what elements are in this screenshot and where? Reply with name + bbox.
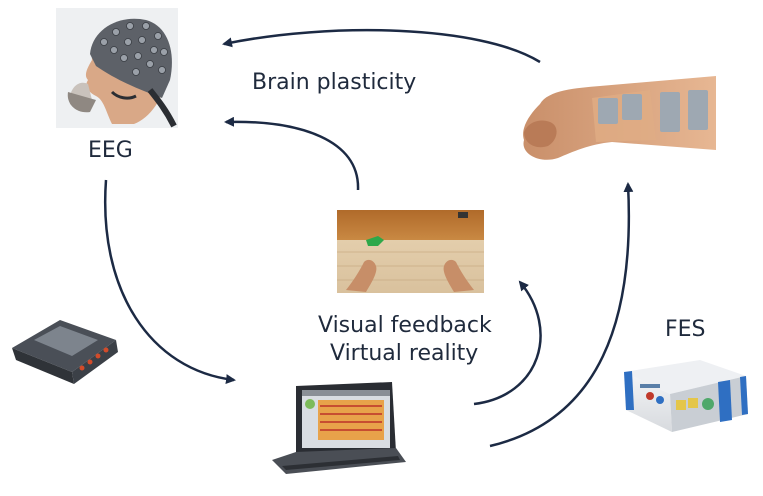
arrow-laptop-to-vr: [473, 280, 542, 406]
virtual-reality-label: Virtual reality: [330, 341, 479, 366]
arrow-laptop-to-forearm: [489, 182, 634, 448]
arrow-eeg-to-laptop: [103, 179, 236, 385]
forearm-with-electrodes-image: [523, 76, 716, 160]
eeg-cap-head-image: [56, 8, 178, 128]
visual-feedback-label: Visual feedback: [318, 313, 492, 338]
arrow-forearm-to-eeg: [222, 28, 541, 64]
eeg-label: EEG: [88, 138, 133, 163]
laptop-image: [272, 382, 406, 474]
virtual-hands-scene-image: [337, 210, 484, 293]
brain-plasticity-label: Brain plasticity: [252, 70, 417, 95]
fes-label: FES: [665, 317, 706, 342]
eeg-amplifier-image: [12, 320, 118, 384]
fes-stimulator-image: [624, 360, 748, 432]
arrow-vr-to-eeg: [224, 116, 360, 191]
